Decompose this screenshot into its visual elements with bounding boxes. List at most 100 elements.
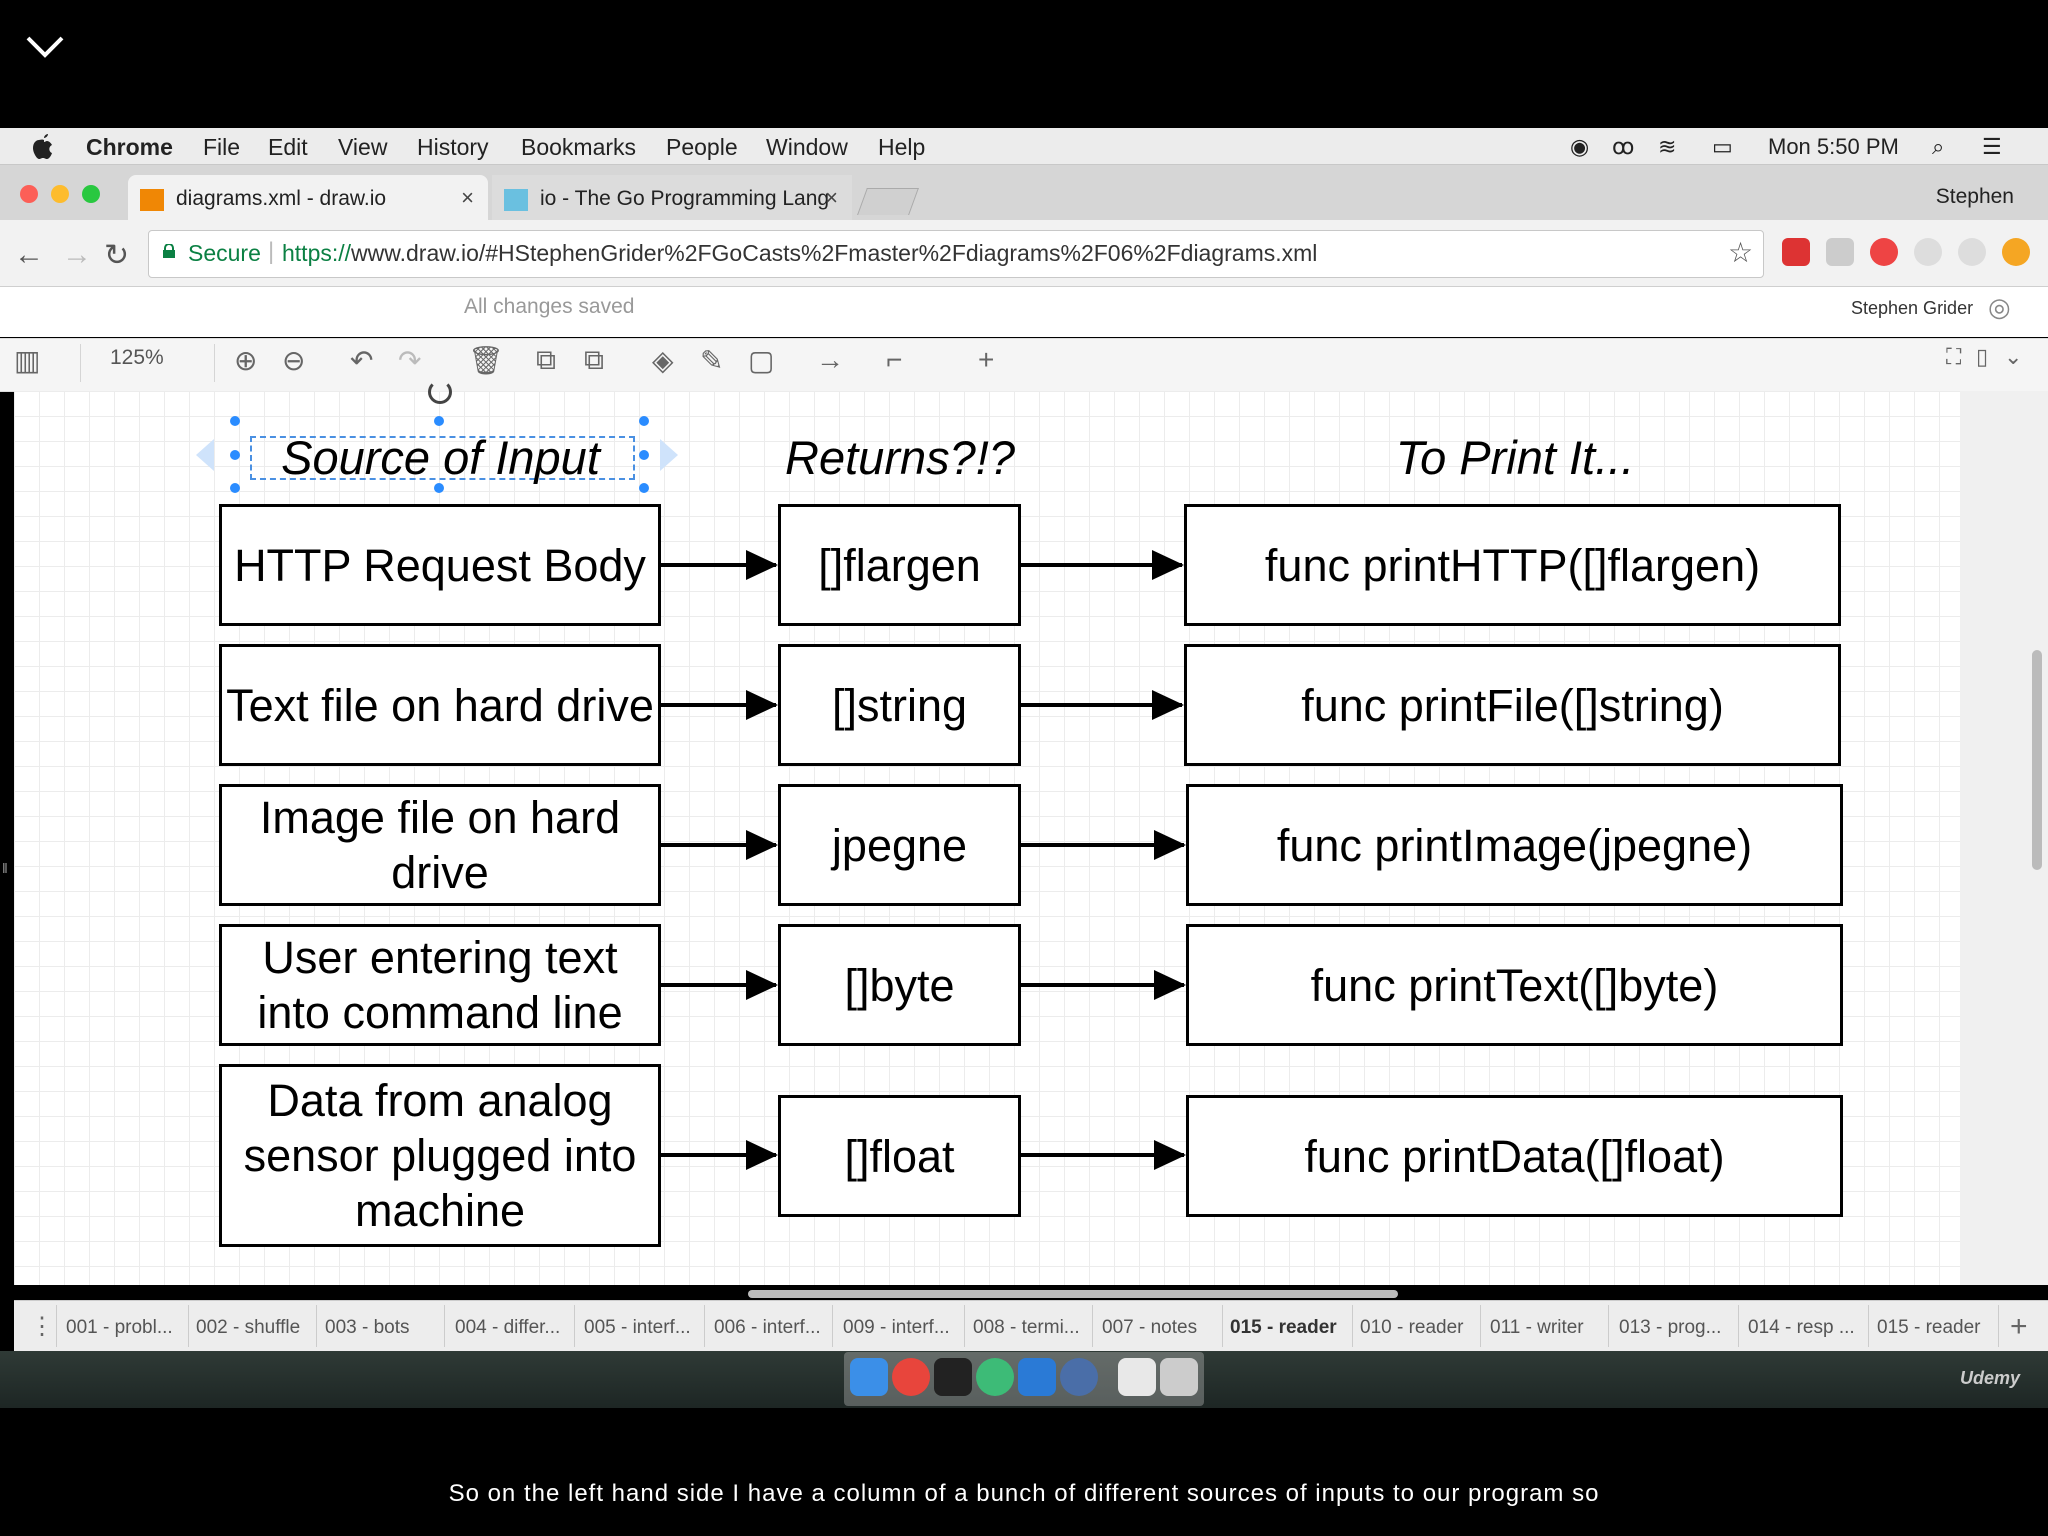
drawio-menu-file[interactable]: File <box>20 0 46 17</box>
record-icon[interactable]: ◉ <box>1570 134 1590 159</box>
zoom-out-icon[interactable]: ⊖ <box>282 345 306 376</box>
back-icon[interactable]: ← <box>14 238 44 271</box>
menu-bookmarks[interactable]: Bookmarks <box>521 134 637 160</box>
returns-box-byte[interactable]: []byte <box>778 924 1021 1046</box>
redo-icon[interactable]: ↷ <box>398 345 422 376</box>
close-tab-icon[interactable]: × <box>825 185 838 210</box>
documents-stack-icon[interactable] <box>1118 1358 1156 1396</box>
page-tab[interactable]: 011 - writer <box>1490 1317 1584 1338</box>
add-page-icon[interactable]: + <box>2010 1310 2028 1343</box>
clone-right-arrow-icon[interactable] <box>660 439 678 471</box>
page-tab[interactable]: 001 - probl... <box>66 1317 173 1338</box>
resize-handle[interactable] <box>230 416 240 426</box>
close-tab-icon[interactable]: × <box>461 185 474 210</box>
terminal-icon[interactable] <box>934 1358 972 1396</box>
page-tab[interactable]: 010 - reader <box>1360 1317 1464 1338</box>
to-back-icon[interactable]: ⧉ <box>584 344 604 375</box>
header-to-print-it[interactable]: To Print It... <box>1395 431 1635 484</box>
page-tab[interactable]: 004 - differ... <box>455 1317 561 1338</box>
chrome-icon[interactable] <box>892 1358 930 1396</box>
page-tab[interactable]: 007 - notes <box>1102 1317 1198 1338</box>
sidebar-grip-icon[interactable]: ‖ <box>2 860 8 876</box>
quicktime-icon[interactable] <box>1060 1358 1098 1396</box>
print-box-http[interactable]: func printHTTP([]flargen) <box>1184 504 1841 626</box>
drawio-menu-extras[interactable]: Extras <box>311 0 357 17</box>
header-returns[interactable]: Returns?!? <box>785 431 1015 484</box>
horizontal-scrollbar[interactable] <box>748 1290 1398 1298</box>
address-bar[interactable] <box>148 230 1764 278</box>
battery-icon[interactable]: ▭ <box>1712 134 1733 159</box>
wifi-icon[interactable]: ≋ <box>1658 134 1677 159</box>
page-tab[interactable]: 013 - prog... <box>1619 1317 1722 1338</box>
zoom-window-button[interactable] <box>82 185 100 203</box>
glasses-icon[interactable]: ꝏ <box>1612 134 1635 159</box>
resize-handle[interactable] <box>639 483 649 493</box>
shadow-icon[interactable]: ▢ <box>748 345 775 376</box>
page-tab[interactable]: 003 - bots <box>325 1317 410 1338</box>
bookmark-star-icon[interactable]: ☆ <box>1728 237 1754 268</box>
source-box-user-text[interactable]: User entering text into command line <box>219 924 661 1046</box>
page-tab[interactable]: 008 - termi... <box>973 1317 1080 1338</box>
page-menu-icon[interactable]: ⋮ <box>30 1313 54 1340</box>
page-tab-active[interactable]: 015 - reader <box>1230 1317 1337 1338</box>
menu-history[interactable]: History <box>417 134 489 160</box>
forward-icon[interactable]: → <box>62 238 92 271</box>
menu-help[interactable]: Help <box>878 134 926 160</box>
new-tab-button[interactable] <box>857 188 919 215</box>
vertical-scrollbar[interactable] <box>2032 650 2042 870</box>
page-tab[interactable]: 009 - interf... <box>843 1317 950 1338</box>
resize-handle[interactable] <box>230 483 240 493</box>
returns-box-string[interactable]: []string <box>778 644 1021 766</box>
drawio-menu-view[interactable]: View <box>140 0 175 17</box>
apple-logo-icon[interactable] <box>32 132 56 160</box>
drawio-user[interactable]: Stephen Grider <box>1851 298 1974 318</box>
delete-icon[interactable]: 🗑 <box>468 345 504 376</box>
vscode-icon[interactable] <box>1018 1358 1056 1396</box>
drawio-menu-arrange[interactable]: Arrange <box>211 0 268 17</box>
collapse-toolbar-icon[interactable]: ⌄ <box>2004 344 2023 369</box>
panel-toggle-icon[interactable]: ▯ <box>1976 344 1989 369</box>
print-box-data[interactable]: func printData([]float) <box>1186 1095 1843 1217</box>
page-tab[interactable]: 002 - shuffle <box>196 1317 301 1338</box>
resize-handle[interactable] <box>434 416 444 426</box>
page-tab[interactable]: 005 - interf... <box>584 1317 691 1338</box>
minimize-window-button[interactable] <box>51 185 69 203</box>
resize-handle[interactable] <box>230 450 240 460</box>
format-panel-icon[interactable]: ▥ <box>14 345 41 376</box>
to-front-icon[interactable]: ⧉ <box>536 344 556 375</box>
trash-icon[interactable] <box>1160 1358 1198 1396</box>
collapse-chevron-icon[interactable] <box>22 28 68 68</box>
extension-ublock-icon[interactable] <box>1870 238 1898 266</box>
menu-window[interactable]: Window <box>766 134 848 160</box>
extension-drive-icon[interactable] <box>1826 238 1854 266</box>
print-box-text[interactable]: func printText([]byte) <box>1186 924 1843 1046</box>
extension-feather-icon[interactable] <box>1914 238 1942 266</box>
notification-list-icon[interactable]: ☰ <box>1982 134 2002 159</box>
fill-color-icon[interactable]: ◈ <box>652 345 674 376</box>
menu-file[interactable]: File <box>203 134 241 160</box>
resize-handle[interactable] <box>434 483 444 493</box>
drawio-menu-edit[interactable]: Edit <box>78 0 106 17</box>
source-box-sensor[interactable]: Data from analog sensor plugged into mac… <box>219 1064 661 1247</box>
undo-icon[interactable]: ↶ <box>350 345 374 376</box>
page-tab[interactable]: 015 - reader <box>1877 1317 1981 1338</box>
rotate-handle-icon[interactable] <box>428 380 452 404</box>
print-box-image[interactable]: func printImage(jpegne) <box>1186 784 1843 906</box>
browser-tab-go[interactable]: io - The Go Programming Lang × <box>492 175 852 220</box>
print-box-file[interactable]: func printFile([]string) <box>1184 644 1841 766</box>
menu-view[interactable]: View <box>338 134 388 160</box>
page-tab[interactable]: 014 - resp ... <box>1748 1317 1855 1338</box>
extension-update-icon[interactable] <box>2002 238 2030 266</box>
url-text[interactable]: https://www.draw.io/#HStephenGrider%2FGo… <box>282 240 1317 267</box>
menu-chrome[interactable]: Chrome <box>86 134 173 160</box>
browser-tab-drawio[interactable]: diagrams.xml - draw.io × <box>128 175 488 220</box>
waypoints-icon[interactable]: ⌐ <box>886 344 903 375</box>
returns-box-float[interactable]: []float <box>778 1095 1021 1217</box>
profile-name[interactable]: Stephen <box>1935 185 2014 208</box>
connection-icon[interactable]: → <box>816 344 844 375</box>
returns-box-jpegne[interactable]: jpegne <box>778 784 1021 906</box>
close-window-button[interactable] <box>20 185 38 203</box>
zoom-select[interactable]: 125% <box>110 346 164 369</box>
menu-edit[interactable]: Edit <box>268 134 308 160</box>
menu-people[interactable]: People <box>666 134 738 160</box>
